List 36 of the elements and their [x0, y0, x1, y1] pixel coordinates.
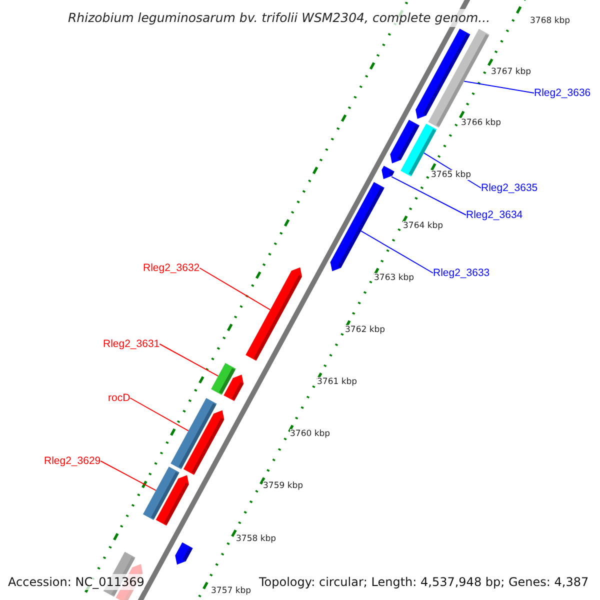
gene-label: Rleg2_3636 — [534, 87, 591, 99]
info-text: Accession: NC_011369 — [8, 574, 144, 590]
gene-glyph — [156, 475, 189, 526]
scale-label: 3767 kbp — [491, 67, 532, 77]
scale-label: 3768 kbp — [530, 16, 570, 26]
gene-glyph — [183, 410, 224, 475]
scale-label: 3766 kbp — [461, 118, 502, 128]
scale-label: 3760 kbp — [290, 429, 330, 439]
scale-label: 3765 kbp — [431, 170, 472, 180]
leader-line — [464, 80, 534, 94]
leader-line — [100, 460, 156, 491]
gene-glyph — [175, 542, 193, 565]
leader-line — [391, 176, 466, 216]
scale-label: 3764 kbp — [403, 221, 444, 231]
scale-label: 3758 kbp — [236, 534, 276, 544]
leader-line — [360, 230, 434, 274]
gene-label: Rleg2_3635 — [481, 182, 538, 194]
scale-label: 3762 kbp — [345, 325, 386, 335]
info-text: Topology: circular; Length: 4,537,948 bp; Genes: 4,387 — [259, 574, 589, 590]
gene-glyph — [382, 166, 394, 180]
gene-label: Rleg2_3631 — [103, 338, 160, 350]
leader-line — [130, 398, 189, 432]
leader-line — [199, 268, 271, 310]
gene-label: Rleg2_3634 — [466, 209, 523, 221]
scale-label: 3759 kbp — [263, 481, 304, 491]
gene-label: rocD — [108, 392, 130, 404]
gene-glyph — [224, 374, 244, 402]
gene-glyph — [330, 182, 384, 272]
gene-label: Rleg2_3632 — [143, 262, 200, 274]
scale-label: 3757 kbp — [211, 586, 252, 596]
gene-glyph — [246, 267, 302, 361]
gene-label: Rleg2_3633 — [433, 267, 490, 279]
gene-label: Rleg2_3629 — [44, 455, 101, 467]
scale-label: 3763 kbp — [374, 273, 414, 283]
leader-line — [159, 344, 219, 377]
scale-label: 3761 kbp — [317, 377, 358, 387]
